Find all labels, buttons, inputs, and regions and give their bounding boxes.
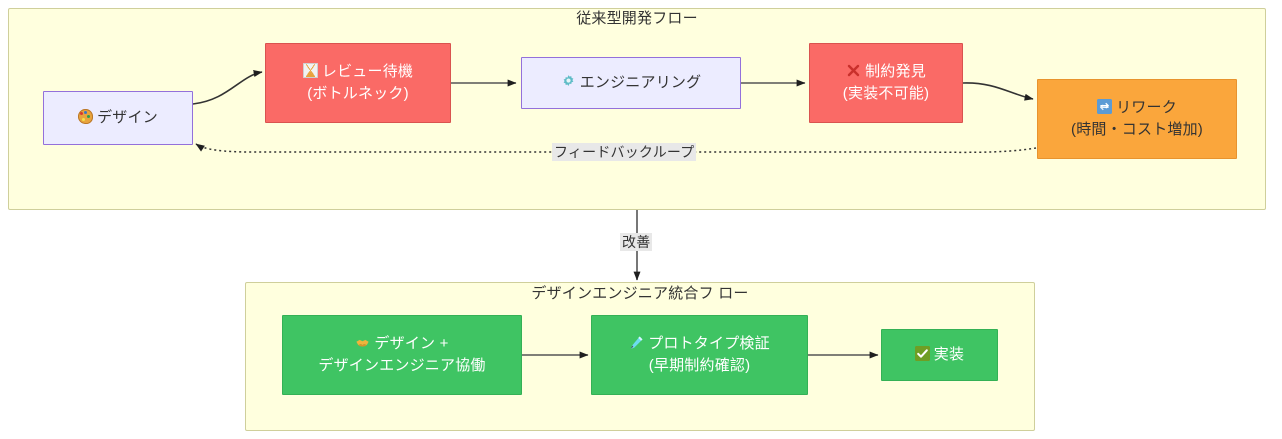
- node-review-wait[interactable]: レビュー待機 (ボトルネック): [265, 43, 451, 123]
- cross-mark-icon: [846, 63, 861, 78]
- node-design-collab-line-1: デザイン +: [355, 333, 448, 355]
- node-prototype-validation[interactable]: プロトタイプ検証 (早期制約確認): [591, 315, 808, 395]
- gear-icon: [561, 74, 576, 89]
- node-prototype-validation-line-1: プロトタイプ検証: [629, 333, 770, 355]
- node-constraint-found-line-1: 制約発見: [846, 61, 926, 83]
- node-design-line-1: デザイン: [78, 107, 158, 129]
- handshake-icon: [355, 335, 370, 350]
- edge-label-feedback-loop: フィードバックループ: [552, 143, 697, 162]
- palette-icon: [78, 109, 94, 125]
- node-design[interactable]: デザイン: [43, 91, 193, 145]
- node-prototype-validation-line-2: (早期制約確認): [648, 357, 751, 374]
- node-review-wait-line-2: (ボトルネック): [307, 85, 409, 102]
- node-implementation-line-1: 実装: [914, 344, 964, 366]
- edge-label-improvement: 改善: [620, 233, 653, 252]
- node-review-wait-line-1: レビュー待機: [302, 61, 413, 83]
- node-constraint-found-line-2: (実装不可能): [842, 85, 930, 102]
- check-mark-icon: [914, 346, 930, 362]
- node-design-collab[interactable]: デザイン + デザインエンジニア協働: [282, 315, 522, 395]
- node-rework-line-2: (時間・コスト増加): [1071, 121, 1203, 138]
- node-engineering[interactable]: エンジニアリング: [521, 57, 741, 109]
- node-rework[interactable]: リワーク (時間・コスト増加): [1037, 79, 1237, 159]
- node-constraint-found[interactable]: 制約発見 (実装不可能): [809, 43, 963, 123]
- hourglass-icon: [302, 63, 318, 79]
- node-implementation[interactable]: 実装: [881, 329, 998, 381]
- node-design-collab-line-2: デザインエンジニア協働: [318, 357, 486, 374]
- pencil-icon: [629, 335, 644, 350]
- recycle-icon: [1097, 99, 1113, 115]
- node-engineering-line-1: エンジニアリング: [561, 72, 702, 94]
- node-rework-line-1: リワーク: [1097, 97, 1177, 119]
